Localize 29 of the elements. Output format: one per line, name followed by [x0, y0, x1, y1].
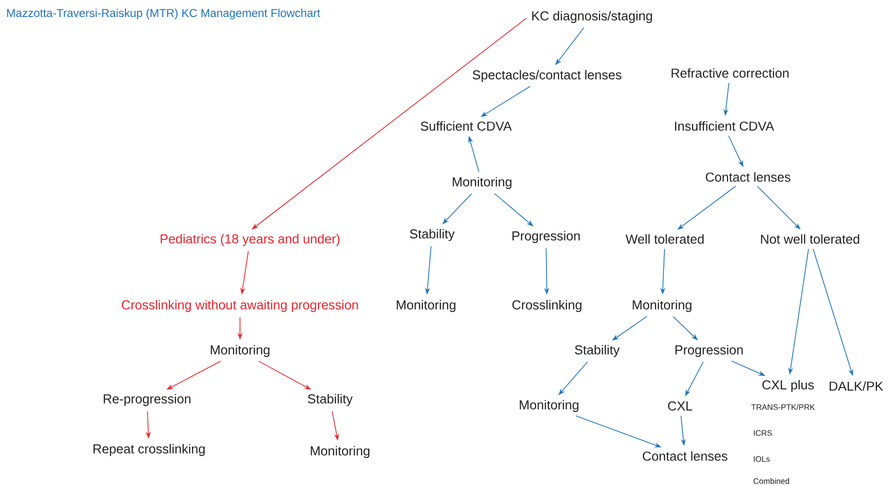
- flow-step-text: Insufficient CDVA: [675, 121, 774, 131]
- flow-step-text: Spectacles/contact lenses: [472, 70, 622, 82]
- flow-step-text: Re-progression: [104, 394, 190, 406]
- flow-step-text: Contact lenses: [642, 451, 728, 461]
- flow-step-text: Repeat crosslinking: [94, 444, 205, 456]
- flow-step-text: Monitoring: [520, 400, 578, 412]
- flow-step-text: Monitoring: [396, 300, 456, 312]
- flow-step-text: Sufficient CDVA: [420, 121, 512, 131]
- flow-step-text: Crosslinking: [512, 300, 582, 312]
- flow-step-text: Contact lenses: [706, 172, 790, 182]
- flow-step-text: KC diagnosis/staging: [532, 10, 652, 24]
- flow-step-text: CXL plus: [762, 380, 814, 392]
- flow-step-text: Stability: [410, 228, 455, 242]
- flow-step-text: Progression: [676, 344, 743, 358]
- flow-step-text: Monitoring: [452, 176, 512, 190]
- flow-step-text: Stability: [308, 394, 353, 406]
- flow-step-text: Pediatrics (18 years and under): [160, 234, 340, 246]
- flow-step-text: CXL: [668, 401, 692, 411]
- flow-step-text: Stability: [574, 344, 620, 358]
- flow-step-text: Monitoring: [210, 344, 270, 358]
- flow-step-text: Not well tolerated: [761, 234, 860, 244]
- flow-step-text: Monitoring: [632, 300, 692, 312]
- flow-step-text: DALK/PK: [830, 381, 884, 391]
- flow-step-text: Monitoring: [310, 446, 370, 458]
- flow-step-text: Refractive correction: [672, 68, 789, 78]
- flow-step-text: Progression: [512, 230, 580, 244]
- title: Mazzotta-Traversi-Raiskup (MTR) KC Management Flowchart: [7, 8, 320, 20]
- flow-step-text: Well tolerated: [626, 234, 704, 244]
- flow-step-text: Crosslinking without awaiting progression: [122, 300, 358, 312]
